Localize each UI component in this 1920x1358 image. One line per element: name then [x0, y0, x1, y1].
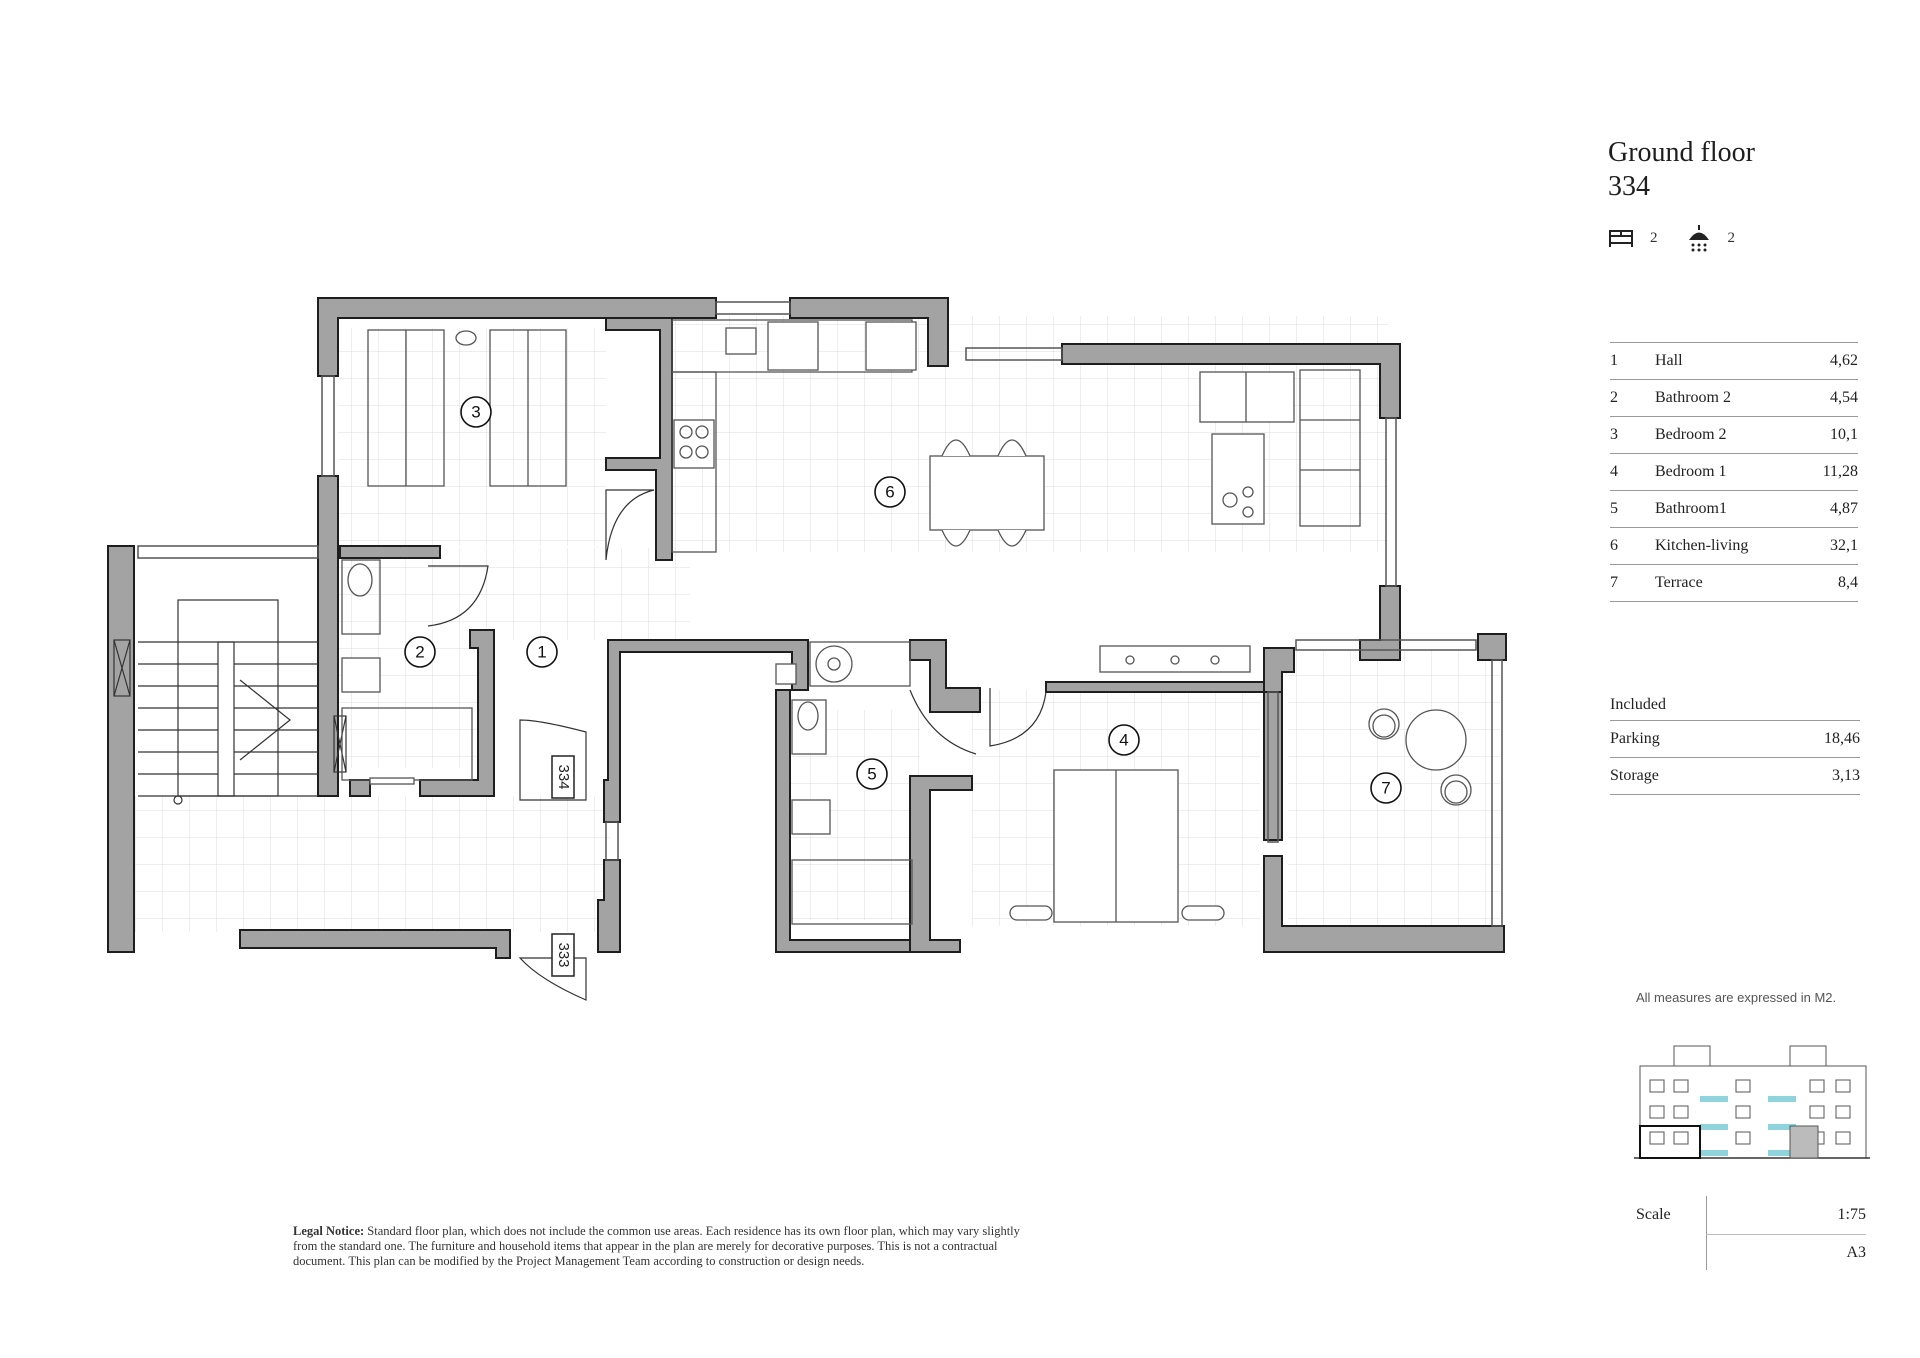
- legal-notice-text: Standard floor plan, which does not incl…: [293, 1224, 1020, 1268]
- legal-notice-label: Legal Notice:: [293, 1224, 365, 1238]
- table-row: 4 Bedroom 1 11,28: [1610, 454, 1858, 491]
- door-label-334: 334: [551, 755, 575, 799]
- table-row: 6 Kitchen-living 32,1: [1610, 528, 1858, 565]
- scale-box: Scale 1:75 A3: [1636, 1196, 1866, 1270]
- room-marker-3: 3: [460, 396, 492, 428]
- shower-icon: [1688, 225, 1709, 252]
- included-table: Included Parking 18,46 Storage 3,13: [1610, 690, 1860, 795]
- svg-text:2: 2: [415, 642, 424, 661]
- svg-text:3: 3: [471, 402, 480, 421]
- room-area-table: 1 Hall 4,62 2 Bathroom 2 4,54 3 Bedroom …: [1610, 342, 1858, 602]
- paper-size: A3: [1846, 1244, 1866, 1261]
- room-marker-5: 5: [856, 758, 888, 790]
- scale-divider: [1706, 1196, 1707, 1270]
- table-row: Parking 18,46: [1610, 721, 1860, 758]
- door-label-334-text: 334: [555, 764, 572, 789]
- table-row: Storage 3,13: [1610, 758, 1860, 795]
- scale-ratio: 1:75: [1837, 1206, 1866, 1223]
- room-marker-1: 1: [526, 636, 558, 668]
- door-swings: [427, 489, 1047, 1001]
- table-row: 1 Hall 4,62: [1610, 343, 1858, 380]
- scale-row-divider: [1706, 1234, 1866, 1235]
- svg-text:4: 4: [1119, 730, 1128, 749]
- building-elevation-thumbnail: [1634, 1045, 1870, 1159]
- windows: [137, 301, 1503, 927]
- included-title: Included: [1610, 690, 1860, 721]
- table-row: 5 Bathroom1 4,87: [1610, 491, 1858, 528]
- floor-name: Ground floor: [1608, 137, 1755, 168]
- table-row: 3 Bedroom 2 10,1: [1610, 417, 1858, 454]
- bed-icon: [1609, 230, 1633, 247]
- door-label-333-text: 333: [555, 942, 572, 967]
- legal-notice: Legal Notice: Standard floor plan, which…: [293, 1224, 1023, 1269]
- staircase: [113, 599, 347, 805]
- svg-text:5: 5: [867, 764, 876, 783]
- svg-text:6: 6: [885, 482, 894, 501]
- room-markers: 1 2 3 4 5 6 7: [404, 396, 1402, 804]
- measures-note: All measures are expressed in M2.: [1636, 990, 1837, 1005]
- table-row: 7 Terrace 8,4: [1610, 565, 1858, 602]
- furniture: [341, 319, 1472, 925]
- svg-text:7: 7: [1381, 778, 1390, 797]
- door-label-333: 333: [551, 933, 575, 977]
- bedroom-count: 2: [1650, 229, 1658, 246]
- room-counts: 2 2: [1608, 222, 1763, 254]
- room-marker-7: 7: [1370, 772, 1402, 804]
- bathroom-count: 2: [1727, 229, 1736, 246]
- unit-number: 334: [1608, 171, 1650, 202]
- room-marker-2: 2: [404, 636, 436, 668]
- room-marker-4: 4: [1108, 724, 1140, 756]
- room-marker-6: 6: [874, 476, 906, 508]
- table-row: 2 Bathroom 2 4,54: [1610, 380, 1858, 417]
- svg-text:1: 1: [537, 642, 546, 661]
- scale-label: Scale: [1636, 1206, 1671, 1223]
- unit-title: Ground floor 334: [1608, 136, 1755, 204]
